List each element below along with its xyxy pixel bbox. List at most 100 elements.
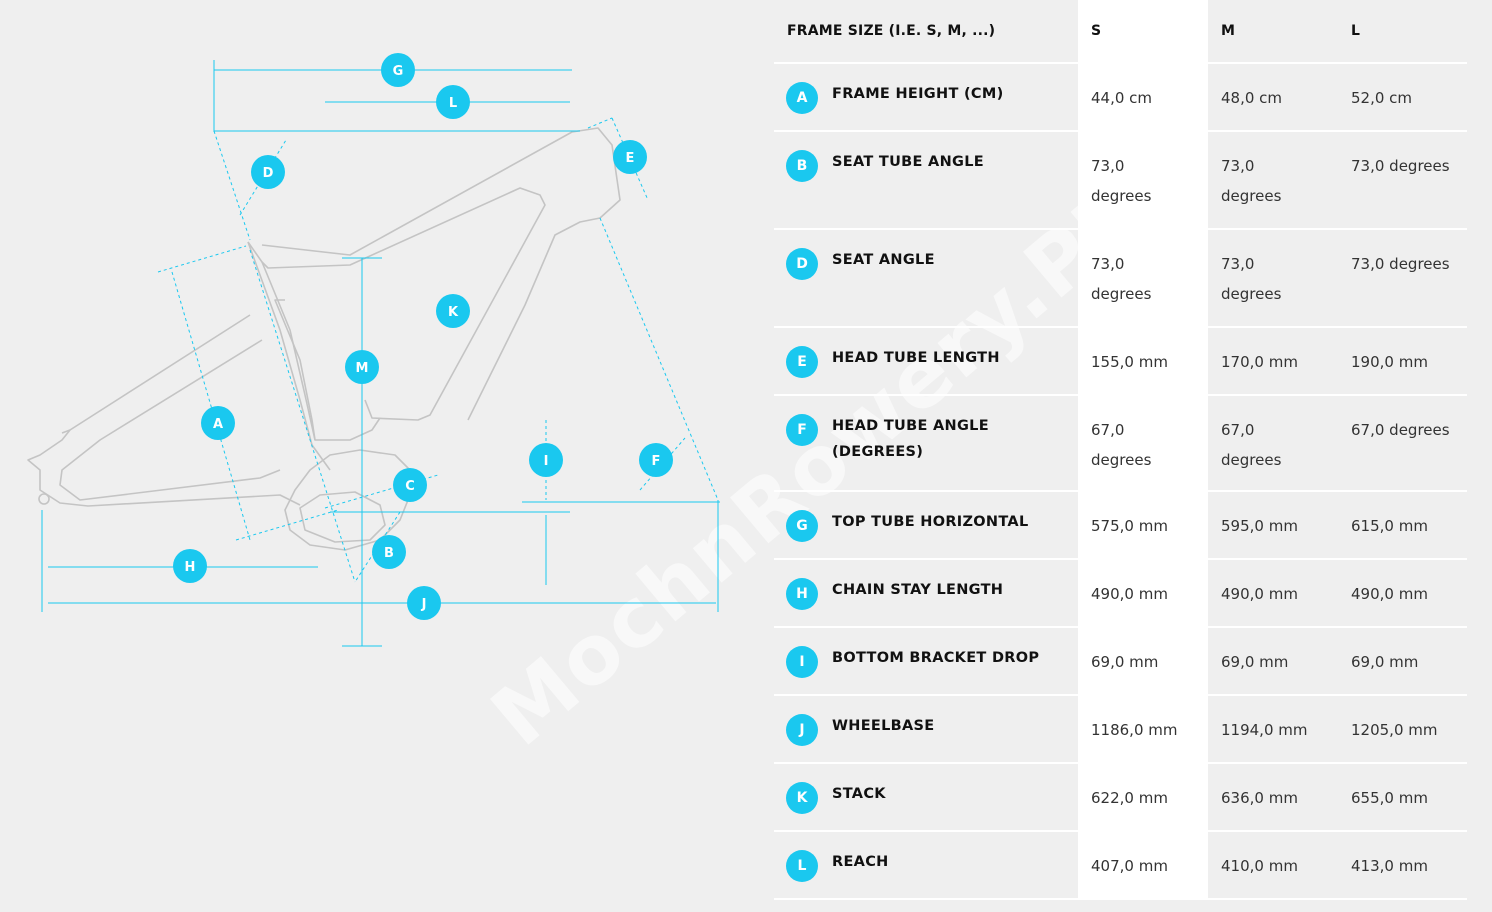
size-l-value: 490,0 mm <box>1351 585 1428 603</box>
dimension-letter-badge: B <box>786 150 818 182</box>
diagram-badge-k: K <box>436 294 470 328</box>
diagram-badge-circle <box>345 350 379 384</box>
size-l-value: 73,0 degrees <box>1351 157 1450 175</box>
size-s-value: 73,0 degrees <box>1091 255 1152 303</box>
size-l-cell: 1205,0 mm <box>1338 695 1467 764</box>
size-m-cell: 595,0 mm <box>1208 491 1338 560</box>
dimension-letter-badge: G <box>786 510 818 542</box>
row-label-cell: G TOP TUBE HORIZONTAL <box>774 491 1078 560</box>
diagram-badge-circle <box>251 155 285 189</box>
diagram-badge-letter: B <box>384 546 394 561</box>
diagram-badge-letter: F <box>652 454 661 469</box>
size-m-value: 595,0 mm <box>1221 517 1298 535</box>
size-s-header: S <box>1078 0 1208 64</box>
diagram-badge-i: I <box>529 443 563 477</box>
dimension-letter-badge: J <box>786 714 818 746</box>
size-l-cell: 67,0 degrees <box>1338 395 1467 492</box>
size-s-value: 407,0 mm <box>1091 857 1168 875</box>
diagram-badge-circle <box>393 468 427 502</box>
diagram-badge-g: G <box>381 53 415 87</box>
size-s-cell: 1186,0 mm <box>1078 695 1208 764</box>
diagram-badge-letter: C <box>405 479 415 494</box>
size-l-value: 69,0 mm <box>1351 653 1419 671</box>
size-l-cell: 190,0 mm <box>1338 327 1467 396</box>
size-l-value: 52,0 cm <box>1351 89 1413 107</box>
dimension-label: REACH <box>832 854 889 870</box>
dimension-letter-badge: I <box>786 646 818 678</box>
size-m-header: M <box>1208 0 1338 64</box>
size-m-value: 73,0 degrees <box>1221 255 1282 303</box>
size-l-value: 615,0 mm <box>1351 517 1428 535</box>
dimension-letter-badge: A <box>786 82 818 114</box>
size-m-value: 636,0 mm <box>1221 789 1298 807</box>
dimension-label: FRAME HEIGHT (CM) <box>832 86 1004 102</box>
dimension-letter-badge: L <box>786 850 818 882</box>
dimension-letter-badge: E <box>786 346 818 378</box>
diagram-badge-b: B <box>372 535 406 569</box>
dimension-label: TOP TUBE HORIZONTAL <box>832 514 1029 530</box>
diagram-badge-letter: I <box>544 454 549 469</box>
table-row: G TOP TUBE HORIZONTAL 575,0 mm 595,0 mm 615,… <box>774 491 1467 560</box>
size-s-cell: 622,0 mm <box>1078 763 1208 832</box>
diagram-badge-circle <box>436 85 470 119</box>
diagram-badge-h: H <box>173 549 207 583</box>
diagram-badge-circle <box>529 443 563 477</box>
row-label-cell: E HEAD TUBE LENGTH <box>774 327 1078 396</box>
size-m-cell: 67,0 degrees <box>1208 395 1338 492</box>
size-l-cell: 655,0 mm <box>1338 763 1467 832</box>
diagram-badge-l: L <box>436 85 470 119</box>
size-m-value: 48,0 cm <box>1221 89 1283 107</box>
size-s-value: 490,0 mm <box>1091 585 1168 603</box>
size-m-value: 69,0 mm <box>1221 653 1289 671</box>
row-label-cell: J WHEELBASE <box>774 695 1078 764</box>
size-s-value: 575,0 mm <box>1091 517 1168 535</box>
diagram-badge-letter: E <box>626 151 635 166</box>
size-m-cell: 73,0 degrees <box>1208 131 1338 230</box>
size-m-value: 67,0 degrees <box>1221 421 1282 469</box>
dimension-label: HEAD TUBE LENGTH <box>832 350 1000 366</box>
dimension-letter-badge: D <box>786 248 818 280</box>
size-s-cell: 73,0 degrees <box>1078 131 1208 230</box>
diagram-badge-letter: A <box>213 417 223 432</box>
size-s-value: 67,0 degrees <box>1091 421 1152 469</box>
diagram-badge-circle <box>639 443 673 477</box>
size-l-cell: 615,0 mm <box>1338 491 1467 560</box>
size-s-cell: 73,0 degrees <box>1078 229 1208 328</box>
diagram-badge-circle <box>381 53 415 87</box>
dimension-label: CHAIN STAY LENGTH <box>832 582 1004 598</box>
size-m-value: 490,0 mm <box>1221 585 1298 603</box>
diagram-badge-d: D <box>251 155 285 189</box>
size-l-cell: 73,0 degrees <box>1338 229 1467 328</box>
dimension-label: STACK <box>832 786 886 802</box>
size-m-cell: 636,0 mm <box>1208 763 1338 832</box>
size-s-cell: 575,0 mm <box>1078 491 1208 560</box>
size-s-cell: 155,0 mm <box>1078 327 1208 396</box>
size-l-cell: 52,0 cm <box>1338 63 1467 132</box>
diagram-badge-circle <box>436 294 470 328</box>
size-m-value: 410,0 mm <box>1221 857 1298 875</box>
size-l-value: 413,0 mm <box>1351 857 1428 875</box>
diagram-badge-c: C <box>393 468 427 502</box>
dimension-label: WHEELBASE <box>832 718 935 734</box>
diagram-badge-letter: J <box>421 597 427 612</box>
table-row: L REACH 407,0 mm 410,0 mm 413,0 mm <box>774 831 1467 900</box>
dimension-lines <box>41 60 720 647</box>
size-m-cell: 410,0 mm <box>1208 831 1338 900</box>
size-l-value: 655,0 mm <box>1351 789 1428 807</box>
size-s-cell: 490,0 mm <box>1078 559 1208 628</box>
diagram-badge-a: A <box>201 406 235 440</box>
